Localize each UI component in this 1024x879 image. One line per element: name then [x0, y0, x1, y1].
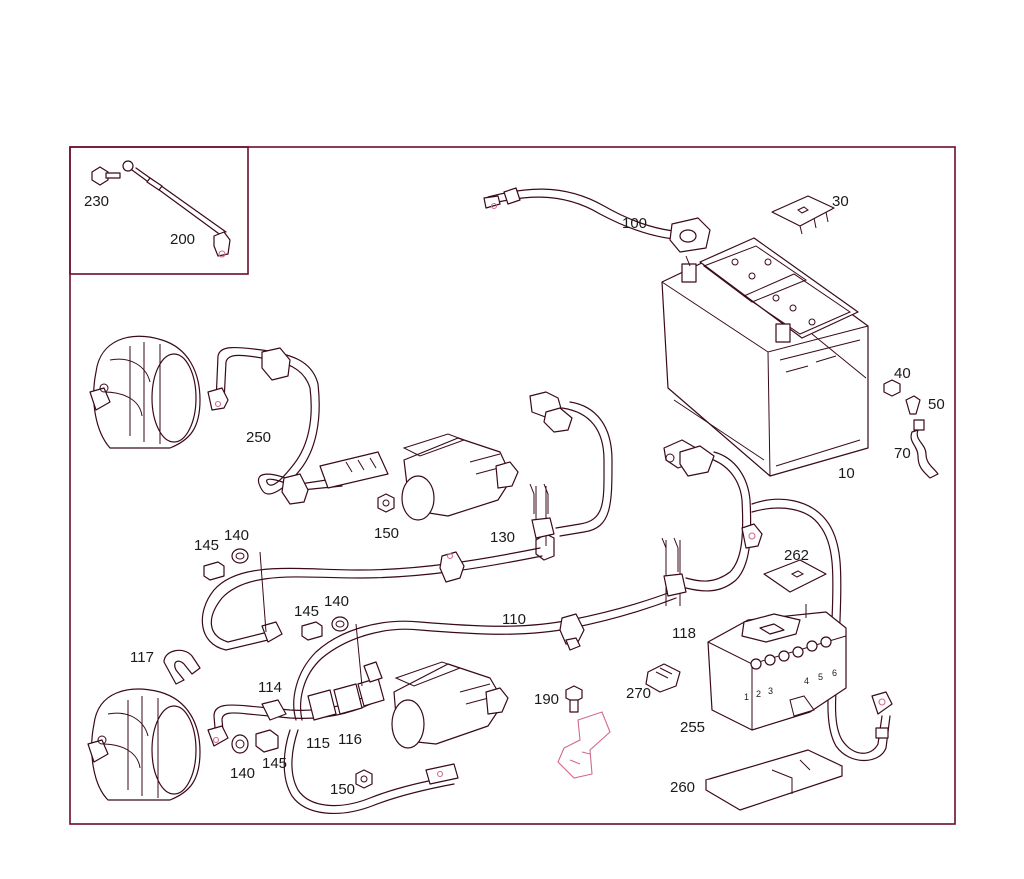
fuse-number-2: 2: [756, 689, 761, 699]
callout-150-lower: 150: [330, 781, 355, 798]
callout-270: 270: [626, 685, 651, 702]
washer-140-lower: [231, 734, 249, 754]
callout-150-upper: 150: [374, 525, 399, 542]
bolt-145-lower: [255, 729, 279, 753]
fuse-number-4: 4: [804, 676, 809, 686]
callout-140-middle: 140: [324, 593, 349, 610]
callout-255: 255: [680, 719, 705, 736]
outer-frame: [69, 146, 956, 825]
vent-hose-70: [910, 419, 939, 479]
callout-100: 100: [622, 215, 647, 232]
callout-118: 118: [672, 625, 696, 642]
callout-110: 110: [502, 611, 526, 628]
vent-elbow-50: [905, 395, 921, 415]
callout-260: 260: [670, 779, 695, 796]
cable-114-116: [207, 661, 385, 747]
callout-200: 200: [170, 231, 195, 248]
callout-140-upper: 140: [224, 527, 249, 544]
callout-50: 50: [928, 396, 945, 413]
callout-70: 70: [894, 445, 911, 462]
leader-100: [685, 255, 691, 267]
cable-ground-battery: [663, 439, 752, 592]
starter-lower: [391, 661, 509, 749]
cable-110: [293, 537, 687, 721]
cover-262: [763, 559, 827, 593]
holder-270: [645, 663, 681, 693]
tray-260: [705, 749, 843, 811]
cable-250: [207, 346, 389, 505]
callout-30: 30: [832, 193, 849, 210]
callout-230: 230: [84, 193, 109, 210]
alternator-lower: [87, 688, 201, 801]
bracket-pink: [557, 711, 611, 779]
fuse-number-5: 5: [818, 672, 823, 682]
clip-117: [163, 649, 201, 685]
bolt-145-upper: [203, 561, 225, 581]
washer-140-middle: [331, 616, 349, 632]
washer-140-upper: [231, 548, 249, 564]
bolt-230: [91, 166, 121, 186]
ground-strap-200: [122, 160, 231, 258]
callout-145-middle: 145: [294, 603, 319, 620]
alternator-upper: [89, 335, 201, 449]
starter-upper: [401, 433, 519, 521]
fuse-number-1: 1: [744, 692, 749, 702]
fuse-number-3: 3: [768, 686, 773, 696]
leader-40: [811, 333, 867, 379]
callout-140-lower: 140: [230, 765, 255, 782]
callout-130: 130: [490, 529, 515, 546]
callout-145-upper: 145: [194, 537, 219, 554]
main-cable-130: [529, 391, 613, 561]
callout-10: 10: [838, 465, 855, 482]
bolt-190: [565, 685, 583, 713]
terminal-cover-30: [771, 195, 835, 235]
inset-frame: [69, 146, 249, 275]
callout-145-lower: 145: [262, 755, 287, 772]
fuse-box-255: 1 2 3 4 5 6: [707, 604, 847, 731]
battery-10: [661, 237, 869, 477]
nut-150-upper: [377, 493, 395, 513]
callout-40: 40: [894, 365, 911, 382]
alternator-cable-main: [201, 547, 543, 651]
vent-plug-40: [883, 379, 901, 397]
callout-115: 115: [306, 735, 330, 752]
battery-cable-100: [483, 187, 711, 253]
fuse-number-6: 6: [832, 668, 837, 678]
cable-starter-lower: [283, 729, 459, 815]
callout-114: 114: [258, 679, 282, 696]
callout-117: 117: [130, 649, 154, 666]
leader-140-middle: [355, 623, 363, 687]
bolt-145-middle: [301, 621, 323, 641]
leader-140-upper: [259, 551, 267, 633]
callout-190: 190: [534, 691, 559, 708]
nut-150-lower: [355, 769, 373, 789]
callout-250: 250: [246, 429, 271, 446]
callout-116: 116: [338, 731, 362, 748]
callout-262: 262: [784, 547, 809, 564]
